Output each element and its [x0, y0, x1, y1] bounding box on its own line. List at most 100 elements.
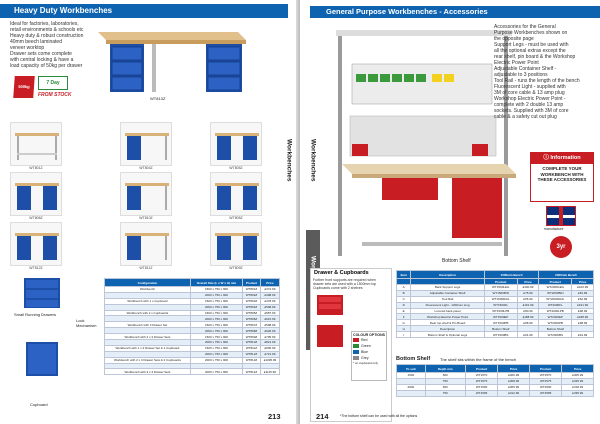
drawer-cupboard-box: Drawer & Cupboards Further front support… [310, 268, 392, 422]
tile-code: WT801Z [29, 166, 43, 170]
colour-swatch [353, 344, 359, 348]
delivery-badge: 7 Day [38, 76, 68, 90]
colour-label: Blue [361, 350, 369, 354]
table-cell: WT2000BS [538, 331, 573, 339]
accessories-table: Item Description 1500mm Bench 2000mm Ben… [395, 270, 594, 339]
tile-code: WT804Z [139, 166, 153, 170]
colour-label: Grey [361, 356, 369, 360]
workbench-thumbnail [215, 183, 259, 210]
workbench-thumbnail [125, 133, 169, 160]
feature-text: the opposite page [494, 36, 534, 42]
column-subheader [395, 278, 412, 285]
table-cell: WT1595 [464, 389, 499, 397]
column-header: Overall Size (L x W x H) mm [189, 278, 244, 287]
right-page: General Purpose Workbenches - Accessorie… [300, 0, 600, 424]
column-header: To suit [396, 364, 426, 373]
tile-code: WT812Z [29, 266, 43, 270]
capacity-badge-text: 500kg [18, 84, 30, 89]
colour-option: Green [353, 343, 385, 349]
right-side-tab-label: Workbenches [309, 138, 317, 182]
table-cell: WT814Z [242, 368, 261, 376]
workbench-thumbnail [125, 233, 169, 260]
feature-text: Workshop Electric Power Point - [494, 96, 566, 102]
information-title: ⓘ Information [531, 153, 593, 164]
note-text: Further front supports are required when [313, 278, 376, 282]
colour-swatch [353, 338, 359, 342]
drawer-box-title: Drawer & Cupboards [311, 269, 391, 278]
feature-text: Support Legs - must be used with [494, 42, 569, 48]
tile-code: WT806Z [29, 216, 43, 220]
left-features-list: Ideal for factories, laboratories, retai… [10, 21, 84, 69]
table-header-row: To suit Depth mm Product Price Product P… [396, 364, 594, 373]
column-header: Price [259, 278, 281, 287]
feature-text: all the optional extras except the [494, 48, 566, 54]
right-page-title: General Purpose Workbenches - Accessorie… [310, 6, 600, 18]
tile-code: WT809Z [229, 266, 243, 270]
feature-text: rear shelf, pin board & the Workshop [494, 54, 576, 60]
workbench-thumbnail [125, 183, 169, 210]
workbench-thumbnail [15, 133, 59, 160]
capacity-badge: 500kg [13, 76, 35, 98]
column-subheader: Product [538, 278, 573, 285]
left-side-tab-label: Workbenches [285, 138, 293, 182]
feature-text: Tool Rail - runs the length of the bench [494, 78, 580, 84]
colour-options-title: COLOUR OPTIONS [353, 333, 385, 337]
info-icon: ⓘ [543, 155, 551, 161]
note-text: drawer sets are used with a 1500mm top [313, 282, 377, 287]
feature-text: Adjustable Container Shelf - [494, 66, 557, 72]
hero-product-code: WT813Z [150, 96, 166, 101]
accessory-bench-image [336, 30, 516, 256]
feature-text: Electric Power Point [494, 60, 539, 66]
column-header: Price [561, 364, 594, 373]
page-number-right: 214 [316, 412, 329, 421]
tile-code: WT810Z [139, 216, 153, 220]
table-cell: WT1500BS [483, 331, 518, 339]
column-header: Description [410, 270, 485, 279]
cupboard-image [26, 342, 58, 376]
column-header: Price [497, 364, 530, 373]
feature-text: Fluorescent Light - supplied with [494, 84, 566, 90]
tile-code: WT805Z [229, 216, 243, 220]
feature-text: sockets. Supplied with 3M of core [494, 108, 569, 114]
warranty-badge: 3yr [550, 236, 572, 258]
cupboard-image-right [317, 325, 343, 347]
colour-swatch [353, 350, 359, 354]
uk-manufacture-label: manufacture [544, 227, 564, 231]
product-tile [210, 172, 262, 216]
product-tile [210, 122, 262, 166]
table-subheader-row: Product Price Product Price [395, 278, 594, 285]
hero-workbench-image [98, 32, 246, 92]
bottom-shelf-title: Bottom Shelf [396, 356, 431, 362]
column-header: 2000mm Bench [538, 270, 594, 279]
workbench-thumbnail [15, 183, 59, 210]
column-header: Configuration [104, 278, 191, 287]
table-cell: 750 [424, 389, 466, 397]
lock-label: Lock Mechanism [76, 318, 97, 328]
table-header-row: Configuration Overall Size (L x W x H) m… [104, 278, 281, 287]
feature-text: retail environments & schools etc [10, 27, 84, 33]
bottom-shelf-note: The shelf sits within the frame of the b… [440, 357, 517, 362]
feature-text: Purpose Workbenches shown on [494, 30, 568, 36]
product-tile [10, 122, 62, 166]
feature-text: complete with 2 double 13 amp [494, 102, 564, 108]
feature-text: Drawer sets come complete [10, 51, 72, 57]
tile-code: WT811Z [139, 266, 153, 270]
uk-flag-badge [546, 206, 576, 226]
left-side-tab: Workbenches [282, 130, 296, 190]
from-stock-label: FROM STOCK [38, 92, 72, 98]
warranty-text: 3yr [556, 244, 566, 250]
right-features-list: Accessories for the General Purpose Work… [494, 24, 592, 120]
information-title-text: Information [550, 155, 581, 161]
table-cell: £1115.99 [259, 368, 281, 376]
colour-label: Green [361, 344, 371, 348]
